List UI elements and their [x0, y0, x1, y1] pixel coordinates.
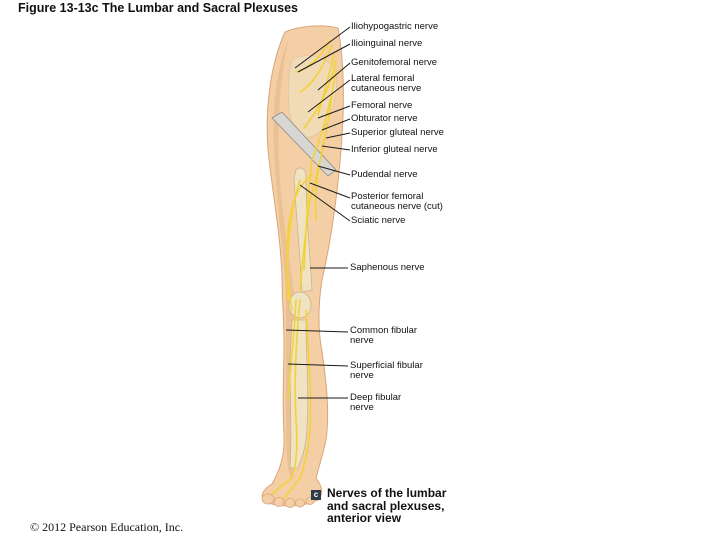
figure-title: Figure 13-13c The Lumbar and Sacral Plex… — [18, 1, 298, 15]
leader-iliohypogastric — [294, 26, 351, 69]
leader-posterior-femoral-cutaneous — [309, 182, 351, 199]
label-genitofemoral-nerve: Genitofemoral nerve — [351, 57, 438, 68]
label-pudendal-nerve: Pudendal nerve — [351, 169, 418, 180]
femur-bone — [293, 167, 313, 293]
toes — [261, 493, 315, 508]
leader-sciatic — [299, 184, 351, 222]
label-saphenous-nerve: Saphenous nerve — [350, 262, 425, 273]
panel-badge: c — [311, 490, 321, 500]
leader-inferior-gluteal — [321, 145, 351, 151]
label-deep-fibular-nerve: Deep fibular nerve — [350, 392, 402, 413]
leader-pudendal — [317, 165, 351, 176]
leader-superior-gluteal — [325, 132, 351, 139]
label-inferior-gluteal-nerve: Inferior gluteal nerve — [351, 144, 438, 155]
nerves — [269, 39, 337, 501]
label-common-fibular-nerve: Common fibular nerve — [350, 325, 418, 346]
leader-common-fibular — [285, 329, 349, 333]
label-iliohypogastric-nerve: Iliohypogastric nerve — [351, 21, 439, 32]
leader-genitofemoral — [317, 62, 351, 91]
label-posterior-femoral-cutaneous-nerve: Posterior femoral cutaneous nerve (cut) — [351, 191, 443, 212]
copyright-notice: © 2012 Pearson Education, Inc. — [30, 520, 184, 534]
leader-ilioinguinal — [297, 43, 351, 73]
label-ilioinguinal-nerve: Ilioinguinal nerve — [351, 38, 423, 49]
label-sciatic-nerve: Sciatic nerve — [351, 215, 406, 226]
leader-femoral — [317, 105, 351, 119]
leader-lines — [285, 26, 351, 399]
label-femoral-nerve: Femoral nerve — [351, 100, 413, 111]
leader-lateral-femoral-cutaneous — [307, 79, 351, 113]
label-obturator-nerve: Obturator nerve — [351, 113, 418, 124]
label-superficial-fibular-nerve: Superficial fibular nerve — [350, 360, 423, 381]
tibia-bone — [289, 319, 309, 469]
figure-caption: Nerves of the lumbar and sacral plexuses… — [327, 486, 447, 525]
leader-obturator — [321, 118, 351, 131]
label-lateral-femoral-cutaneous-nerve: Lateral femoral cutaneous nerve — [351, 73, 422, 94]
leader-superficial-fibular — [287, 363, 349, 367]
label-superior-gluteal-nerve: Superior gluteal nerve — [351, 127, 444, 138]
